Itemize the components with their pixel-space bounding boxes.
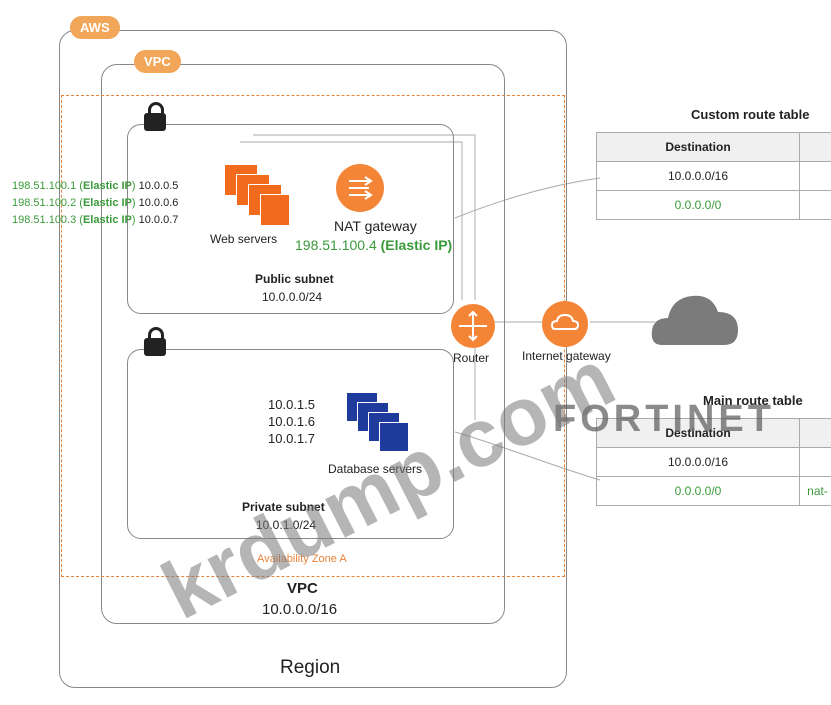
- public-to-custom-table-curve: [454, 177, 601, 219]
- main-route-table-title: Main route table: [703, 393, 803, 408]
- public-ip: 198.51.100.2: [12, 197, 77, 209]
- db-ip: 10.0.1.5: [268, 397, 315, 412]
- web-ip-row: 198.51.100.2 (Elastic IP) 10.0.0.6: [12, 197, 179, 209]
- db-ip: 10.0.1.6: [268, 414, 315, 429]
- private-ip: 10.0.0.5: [138, 180, 179, 192]
- web-servers-label: Web servers: [210, 232, 278, 246]
- target-cell: [799, 161, 831, 191]
- main-route-table: Destination 10.0.0.0/16 0.0.0.0/0 nat-: [596, 418, 831, 506]
- destination-cell: 10.0.0.0/16: [596, 447, 800, 477]
- target-cell: [799, 418, 831, 448]
- vpc-tag: VPC: [134, 50, 181, 73]
- router-icon: [451, 304, 495, 348]
- public-subnet-cidr: 10.0.0.0/24: [262, 290, 323, 304]
- table-header-row: Destination: [596, 418, 831, 448]
- table-row: 10.0.0.0/16: [596, 161, 831, 191]
- table-row: 0.0.0.0/0: [596, 190, 831, 220]
- destination-header: Destination: [596, 418, 800, 448]
- private-subnet-box: [127, 349, 454, 539]
- vpc-title: VPC: [287, 580, 318, 597]
- table-header-row: Destination: [596, 132, 831, 162]
- destination-cell: 10.0.0.0/16: [596, 161, 800, 191]
- target-cell: [799, 190, 831, 220]
- destination-cell: 0.0.0.0/0: [596, 190, 800, 220]
- fortinet-watermark: FORTINET: [553, 398, 775, 440]
- nat-elastic-ip-tag: (Elastic IP): [380, 237, 453, 253]
- elastic-ip-tag: Elastic IP: [82, 214, 132, 226]
- public-ip: 198.51.100.3: [12, 214, 77, 226]
- aws-tag: AWS: [70, 16, 120, 39]
- private-ip: 10.0.0.6: [138, 197, 179, 209]
- private-lock-icon: [144, 327, 166, 356]
- target-cell: [799, 447, 831, 477]
- db-ip: 10.0.1.7: [268, 431, 315, 446]
- web-ip-row: 198.51.100.1 (Elastic IP) 10.0.0.5: [12, 180, 179, 192]
- public-subnet-title: Public subnet: [255, 272, 334, 286]
- table-row: 10.0.0.0/16: [596, 447, 831, 477]
- public-subnet-box: [127, 124, 454, 314]
- public-ip: 198.51.100.1: [12, 180, 77, 192]
- table-row: 0.0.0.0/0 nat-: [596, 476, 831, 506]
- region-label: Region: [280, 657, 341, 678]
- custom-route-table: Destination 10.0.0.0/16 0.0.0.0/0: [596, 132, 831, 220]
- web-to-router-line: [253, 134, 476, 300]
- private-subnet-cidr: 10.0.1.0/24: [256, 518, 317, 532]
- database-servers-icon: [346, 392, 412, 454]
- web-ip-row: 198.51.100.3 (Elastic IP) 10.0.0.7: [12, 214, 179, 226]
- private-ip: 10.0.0.7: [138, 214, 179, 226]
- vpc-box: [101, 64, 505, 624]
- public-lock-icon: [144, 102, 166, 131]
- router-label: Router: [453, 351, 490, 365]
- private-subnet-title: Private subnet: [242, 500, 325, 514]
- nat-gateway-icon: [336, 164, 384, 212]
- nat-gateway-ip: 198.51.100.4: [295, 237, 377, 253]
- custom-route-table-title: Custom route table: [691, 107, 810, 122]
- target-cell: nat-: [799, 476, 831, 506]
- web-servers-icon: [224, 164, 294, 230]
- database-servers-label: Database servers: [328, 462, 423, 476]
- internet-gateway-label: Internet gateway: [522, 349, 611, 363]
- elastic-ip-tag: Elastic IP: [82, 180, 132, 192]
- vpc-cidr: 10.0.0.0/16: [262, 601, 338, 618]
- region-box: [59, 30, 567, 688]
- destination-header: Destination: [596, 132, 800, 162]
- internet-gateway-icon: [542, 301, 588, 347]
- nat-gateway-ip-line: 198.51.100.4 (Elastic IP): [295, 237, 452, 253]
- private-to-main-table-curve: [454, 431, 601, 481]
- web-to-router-line-2: [240, 141, 463, 300]
- availability-zone-label: Availability Zone A: [257, 553, 347, 565]
- target-cell: [799, 132, 831, 162]
- destination-cell: 0.0.0.0/0: [596, 476, 800, 506]
- elastic-ip-tag: Elastic IP: [82, 197, 132, 209]
- nat-gateway-label: NAT gateway: [334, 218, 417, 234]
